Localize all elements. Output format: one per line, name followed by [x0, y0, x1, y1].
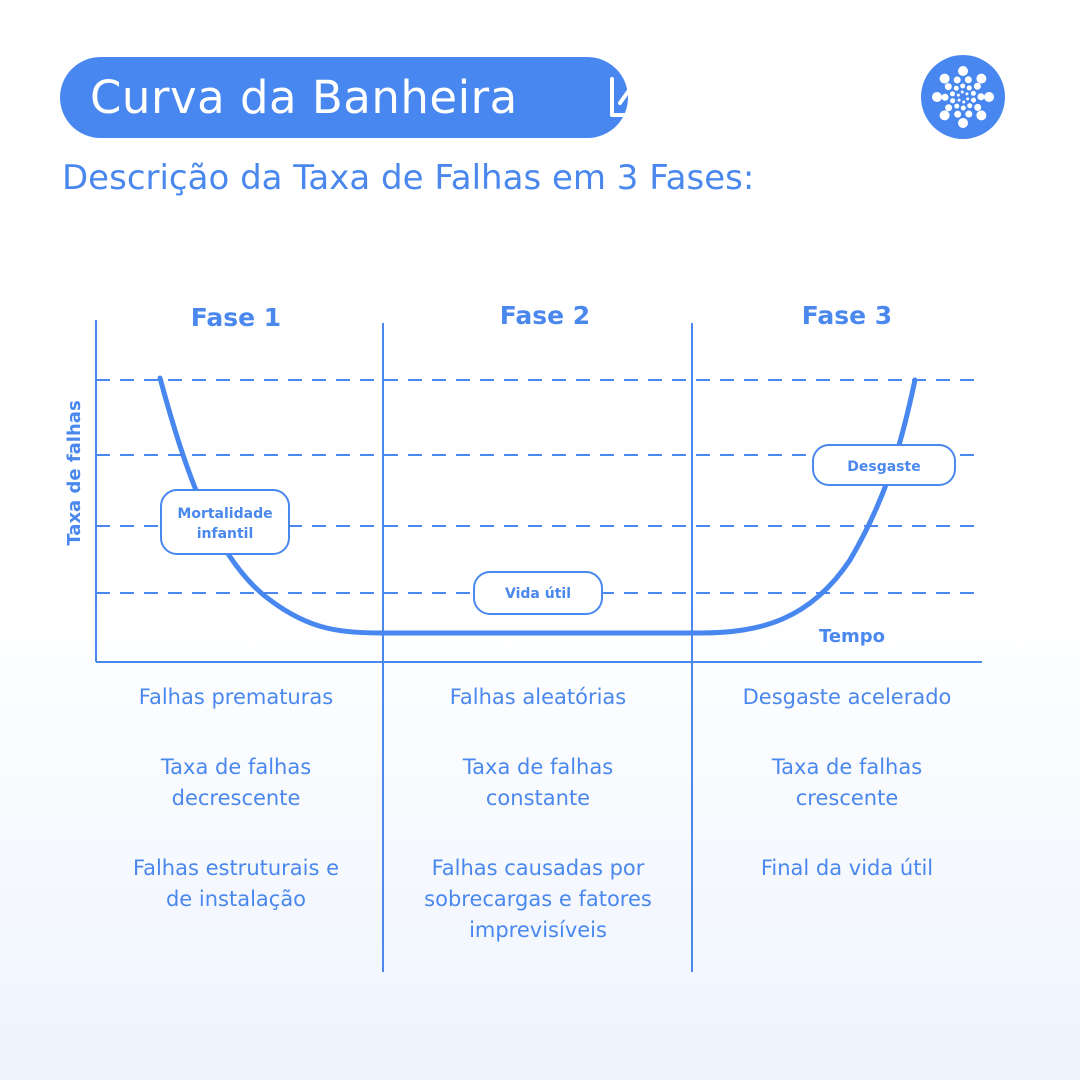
logo-dot	[967, 103, 973, 109]
line-chart-icon	[610, 77, 658, 117]
subtitle: Descrição da Taxa de Falhas em 3 Fases:	[62, 158, 755, 198]
logo-dot	[977, 93, 985, 101]
description: Desgaste acelerado	[742, 685, 952, 709]
label-vida-util: Vida útil	[473, 571, 603, 615]
logo-dot	[950, 98, 956, 104]
logo-dot	[962, 100, 966, 104]
x-axis-label: Tempo	[819, 626, 885, 647]
logo-dot	[966, 85, 972, 91]
logo-dot	[960, 105, 966, 111]
logo-dot	[939, 110, 950, 121]
logo-dot	[973, 82, 981, 90]
logo-dot	[953, 85, 959, 91]
logo-dot	[965, 110, 973, 118]
logo-dot	[932, 92, 942, 102]
logo-dot	[953, 76, 961, 84]
phase-title: Fase 3	[802, 301, 892, 330]
logo-dot	[966, 97, 970, 101]
curve-label-line: infantil	[197, 526, 254, 542]
logo-dot	[960, 90, 964, 94]
description: Final da vida útil	[760, 856, 934, 880]
logo-dot	[949, 91, 955, 97]
logo-dot	[964, 76, 972, 84]
title-pill: Curva da Banheira	[60, 57, 658, 138]
label-mortalidade-infantil: Mortalidade infantil	[160, 489, 290, 555]
logo-dot	[965, 92, 969, 96]
phase-title: Fase 1	[191, 303, 281, 332]
curve-label-line: Desgaste	[847, 459, 920, 475]
logo-dot	[939, 73, 950, 84]
logo-dot	[954, 110, 962, 118]
logo-dot	[960, 83, 966, 89]
logo-dot	[954, 103, 960, 109]
phase-title: Fase 2	[500, 301, 590, 330]
logo-dot	[945, 104, 953, 112]
logo-dot	[971, 97, 977, 103]
logo-dot	[956, 93, 960, 97]
dots-logo-icon	[921, 55, 1005, 139]
logo-dot	[976, 73, 987, 84]
y-axis-label: Taxa de falhas	[64, 400, 85, 545]
label-desgaste: Desgaste	[812, 444, 956, 486]
logo-dot	[974, 103, 982, 111]
logo-dot	[958, 66, 968, 76]
curve-label-line: Vida útil	[505, 586, 571, 602]
description: Falhas prematuras	[138, 685, 334, 709]
logo-dot	[984, 92, 994, 102]
logo-dot	[941, 93, 949, 101]
description: Falhas aleatórias	[449, 685, 627, 709]
logo-dot	[944, 83, 952, 91]
logo-dot	[957, 98, 961, 102]
logo-dot	[976, 110, 987, 121]
logo-dot	[970, 90, 976, 96]
curve-label-line: Mortalidade	[177, 506, 272, 522]
logo-dot	[958, 118, 968, 128]
page-title: Curva da Banheira	[90, 71, 518, 124]
